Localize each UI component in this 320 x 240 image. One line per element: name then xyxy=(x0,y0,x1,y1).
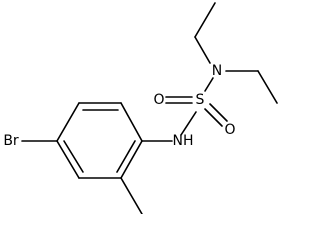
ring-double-bond-right xyxy=(116,140,136,173)
bond-nitrogen-ethyl1-ch2 xyxy=(194,36,211,64)
oxygen-upper-label: O xyxy=(153,92,164,108)
chemical-structure: Br NH S O O N xyxy=(3,2,278,214)
bond-ethyl2-ch2-ch3 xyxy=(257,70,278,104)
bond-sulfur-oxygen-lower-double xyxy=(209,103,228,122)
oxygen-lower-label: O xyxy=(224,122,235,138)
bond-nh-sulfur xyxy=(180,111,197,136)
atom-label-sulfur: S xyxy=(196,92,205,108)
bond-ethyl1-ch2-ch3 xyxy=(194,2,216,38)
atom-label-bromine: Br xyxy=(3,133,19,149)
benzene-ring xyxy=(56,102,143,179)
atom-label-nitrogen: N xyxy=(212,63,222,79)
amine-label: NH xyxy=(173,133,194,149)
ring-double-bond-left xyxy=(63,140,84,173)
bromine-label: Br xyxy=(3,133,19,149)
atom-label-oxygen-upper: O xyxy=(153,92,164,108)
ring-bond-c3-c4 xyxy=(56,140,80,179)
bond-sulfur-oxygen-lower xyxy=(204,108,223,127)
sulfur-label: S xyxy=(196,92,205,108)
atom-label-oxygen-lower: O xyxy=(224,122,235,138)
nitrogen-label: N xyxy=(212,63,222,79)
atom-label-amine: NH xyxy=(173,133,194,149)
ring-bond-c5-c6 xyxy=(120,140,143,179)
ring-bond-c6-c1 xyxy=(120,102,143,142)
bond-sulfur-nitrogen xyxy=(204,77,214,92)
ring-bond-c2-c3 xyxy=(56,102,80,142)
bond-ring-methyl xyxy=(120,177,143,214)
